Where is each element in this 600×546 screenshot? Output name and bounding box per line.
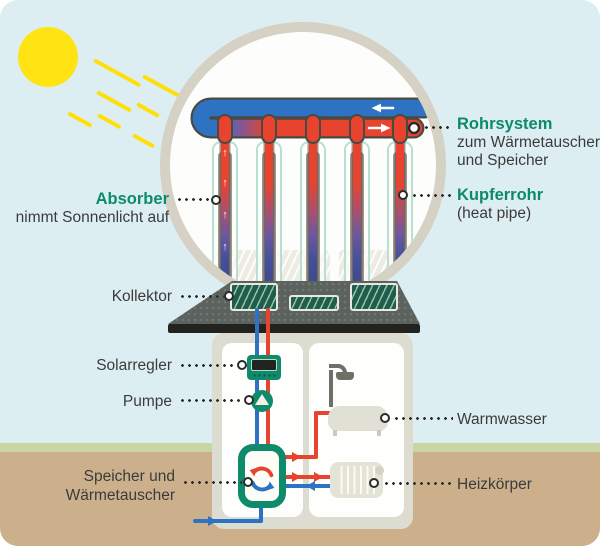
leader-line bbox=[179, 295, 224, 298]
bathtub-foot bbox=[377, 430, 381, 436]
controller-buttons bbox=[252, 374, 276, 377]
leader-line bbox=[411, 194, 453, 197]
cold-water-inlet-pipe bbox=[259, 506, 263, 523]
label-solarregler: Solarregler bbox=[96, 357, 172, 374]
shower-icon bbox=[329, 370, 333, 407]
flow-up-icon: ↑ bbox=[222, 147, 228, 159]
circulation-arrows-icon bbox=[249, 466, 275, 492]
label-pumpe: Pumpe bbox=[122, 393, 172, 410]
solar-controller bbox=[247, 355, 281, 380]
collector-panel bbox=[230, 283, 278, 311]
marker-dot bbox=[243, 477, 253, 487]
label-speicher-line1: Speicher und bbox=[83, 468, 175, 485]
marker-dot bbox=[211, 195, 221, 205]
label-absorber-title: Absorber bbox=[95, 190, 169, 208]
flow-right-icon bbox=[292, 452, 301, 462]
heat-pipe-bulb bbox=[392, 114, 408, 144]
leader-line bbox=[393, 417, 453, 420]
marker-dot bbox=[369, 478, 379, 488]
flow-left-icon bbox=[306, 481, 315, 491]
vacuum-tube: ↑ ↑ ↑ ↑ bbox=[170, 32, 436, 298]
label-kupferrohr: Kupferrohr (heat pipe) bbox=[457, 186, 543, 223]
heat-pipe-tube bbox=[396, 134, 404, 298]
sun-ray-icon bbox=[132, 133, 155, 149]
label-absorber-desc: nimmt Sonnenlicht auf bbox=[15, 208, 169, 226]
collector-panel bbox=[289, 295, 339, 311]
flow-right-icon bbox=[208, 516, 217, 526]
magnifier-circle: ↑ ↑ ↑ ↑ bbox=[160, 22, 446, 308]
controller-display bbox=[251, 359, 277, 371]
label-rohrsystem-desc1: zum Wärmetauscher bbox=[457, 133, 600, 151]
shower-head-icon bbox=[336, 372, 354, 380]
leader-line bbox=[176, 198, 212, 201]
label-rohrsystem: Rohrsystem zum Wärmetauscher und Speiche… bbox=[457, 115, 600, 171]
heat-pipe-bulb bbox=[217, 114, 233, 144]
leader-line bbox=[423, 126, 453, 129]
flow-up-icon: ↑ bbox=[222, 209, 228, 221]
label-kupferrohr-title: Kupferrohr bbox=[457, 186, 544, 204]
marker-dot bbox=[407, 121, 421, 135]
warmwater-pipe bbox=[314, 411, 331, 415]
leader-line bbox=[179, 364, 236, 367]
heat-pipe-tube bbox=[265, 134, 273, 298]
flow-right-icon bbox=[292, 472, 301, 482]
label-speicher: Speicher und Wärmetauscher bbox=[66, 468, 175, 505]
flow-left-icon bbox=[371, 103, 381, 113]
label-speicher-line2: Wärmetauscher bbox=[65, 486, 175, 504]
flow-right-icon bbox=[381, 123, 391, 133]
warmwater-pipe bbox=[284, 455, 318, 459]
label-heizkoerper: Heizkörper bbox=[457, 476, 532, 493]
vacuum-tube bbox=[170, 32, 436, 298]
heat-pipe-bulb bbox=[261, 114, 277, 144]
heating-supply-pipe bbox=[284, 475, 332, 479]
bathtub-foot bbox=[333, 430, 337, 436]
collector-panel bbox=[350, 283, 398, 311]
marker-dot bbox=[237, 360, 247, 370]
heat-pipe-tube bbox=[221, 134, 229, 298]
marker-dot bbox=[398, 190, 408, 200]
flow-up-icon: ↑ bbox=[222, 177, 228, 189]
cold-water-inlet-pipe bbox=[193, 519, 263, 523]
label-warmwasser: Warmwasser bbox=[457, 411, 547, 428]
heat-pipe-tube bbox=[353, 134, 361, 298]
label-rohrsystem-title: Rohrsystem bbox=[457, 115, 553, 133]
label-rohrsystem-desc2: und Speicher bbox=[457, 152, 549, 169]
sun-ray-icon bbox=[136, 102, 160, 118]
heat-pipe-tube bbox=[309, 134, 317, 298]
leader-line bbox=[179, 399, 242, 402]
sun-ray-icon bbox=[93, 58, 142, 88]
bathtub-icon bbox=[328, 406, 388, 431]
pump-triangle-icon bbox=[255, 394, 269, 405]
radiator-knob bbox=[375, 466, 384, 475]
sun-ray-icon bbox=[96, 90, 133, 113]
label-kollektor: Kollektor bbox=[111, 288, 172, 305]
shower-icon bbox=[329, 364, 347, 374]
marker-dot bbox=[380, 413, 390, 423]
sun-ray-icon bbox=[67, 111, 93, 128]
heat-pipe-bulb bbox=[349, 114, 365, 144]
vacuum-tube bbox=[170, 32, 436, 298]
roof-edge bbox=[168, 324, 420, 333]
marker-dot bbox=[224, 291, 234, 301]
flow-up-icon: ↑ bbox=[222, 241, 228, 253]
sun-ray-icon bbox=[97, 113, 122, 130]
leader-line bbox=[383, 482, 453, 485]
sun-icon bbox=[18, 27, 78, 87]
leader-line bbox=[182, 481, 242, 484]
label-absorber: Absorber nimmt Sonnenlicht auf bbox=[16, 190, 169, 227]
warmwater-pipe bbox=[314, 411, 318, 459]
pump-icon bbox=[251, 390, 273, 412]
header-pipes bbox=[190, 97, 435, 139]
label-kupferrohr-desc: (heat pipe) bbox=[457, 204, 532, 222]
flow-right-icon bbox=[314, 472, 323, 482]
marker-dot bbox=[244, 395, 254, 405]
heat-exchanger bbox=[238, 444, 286, 508]
heat-pipe-bulb bbox=[305, 114, 321, 144]
